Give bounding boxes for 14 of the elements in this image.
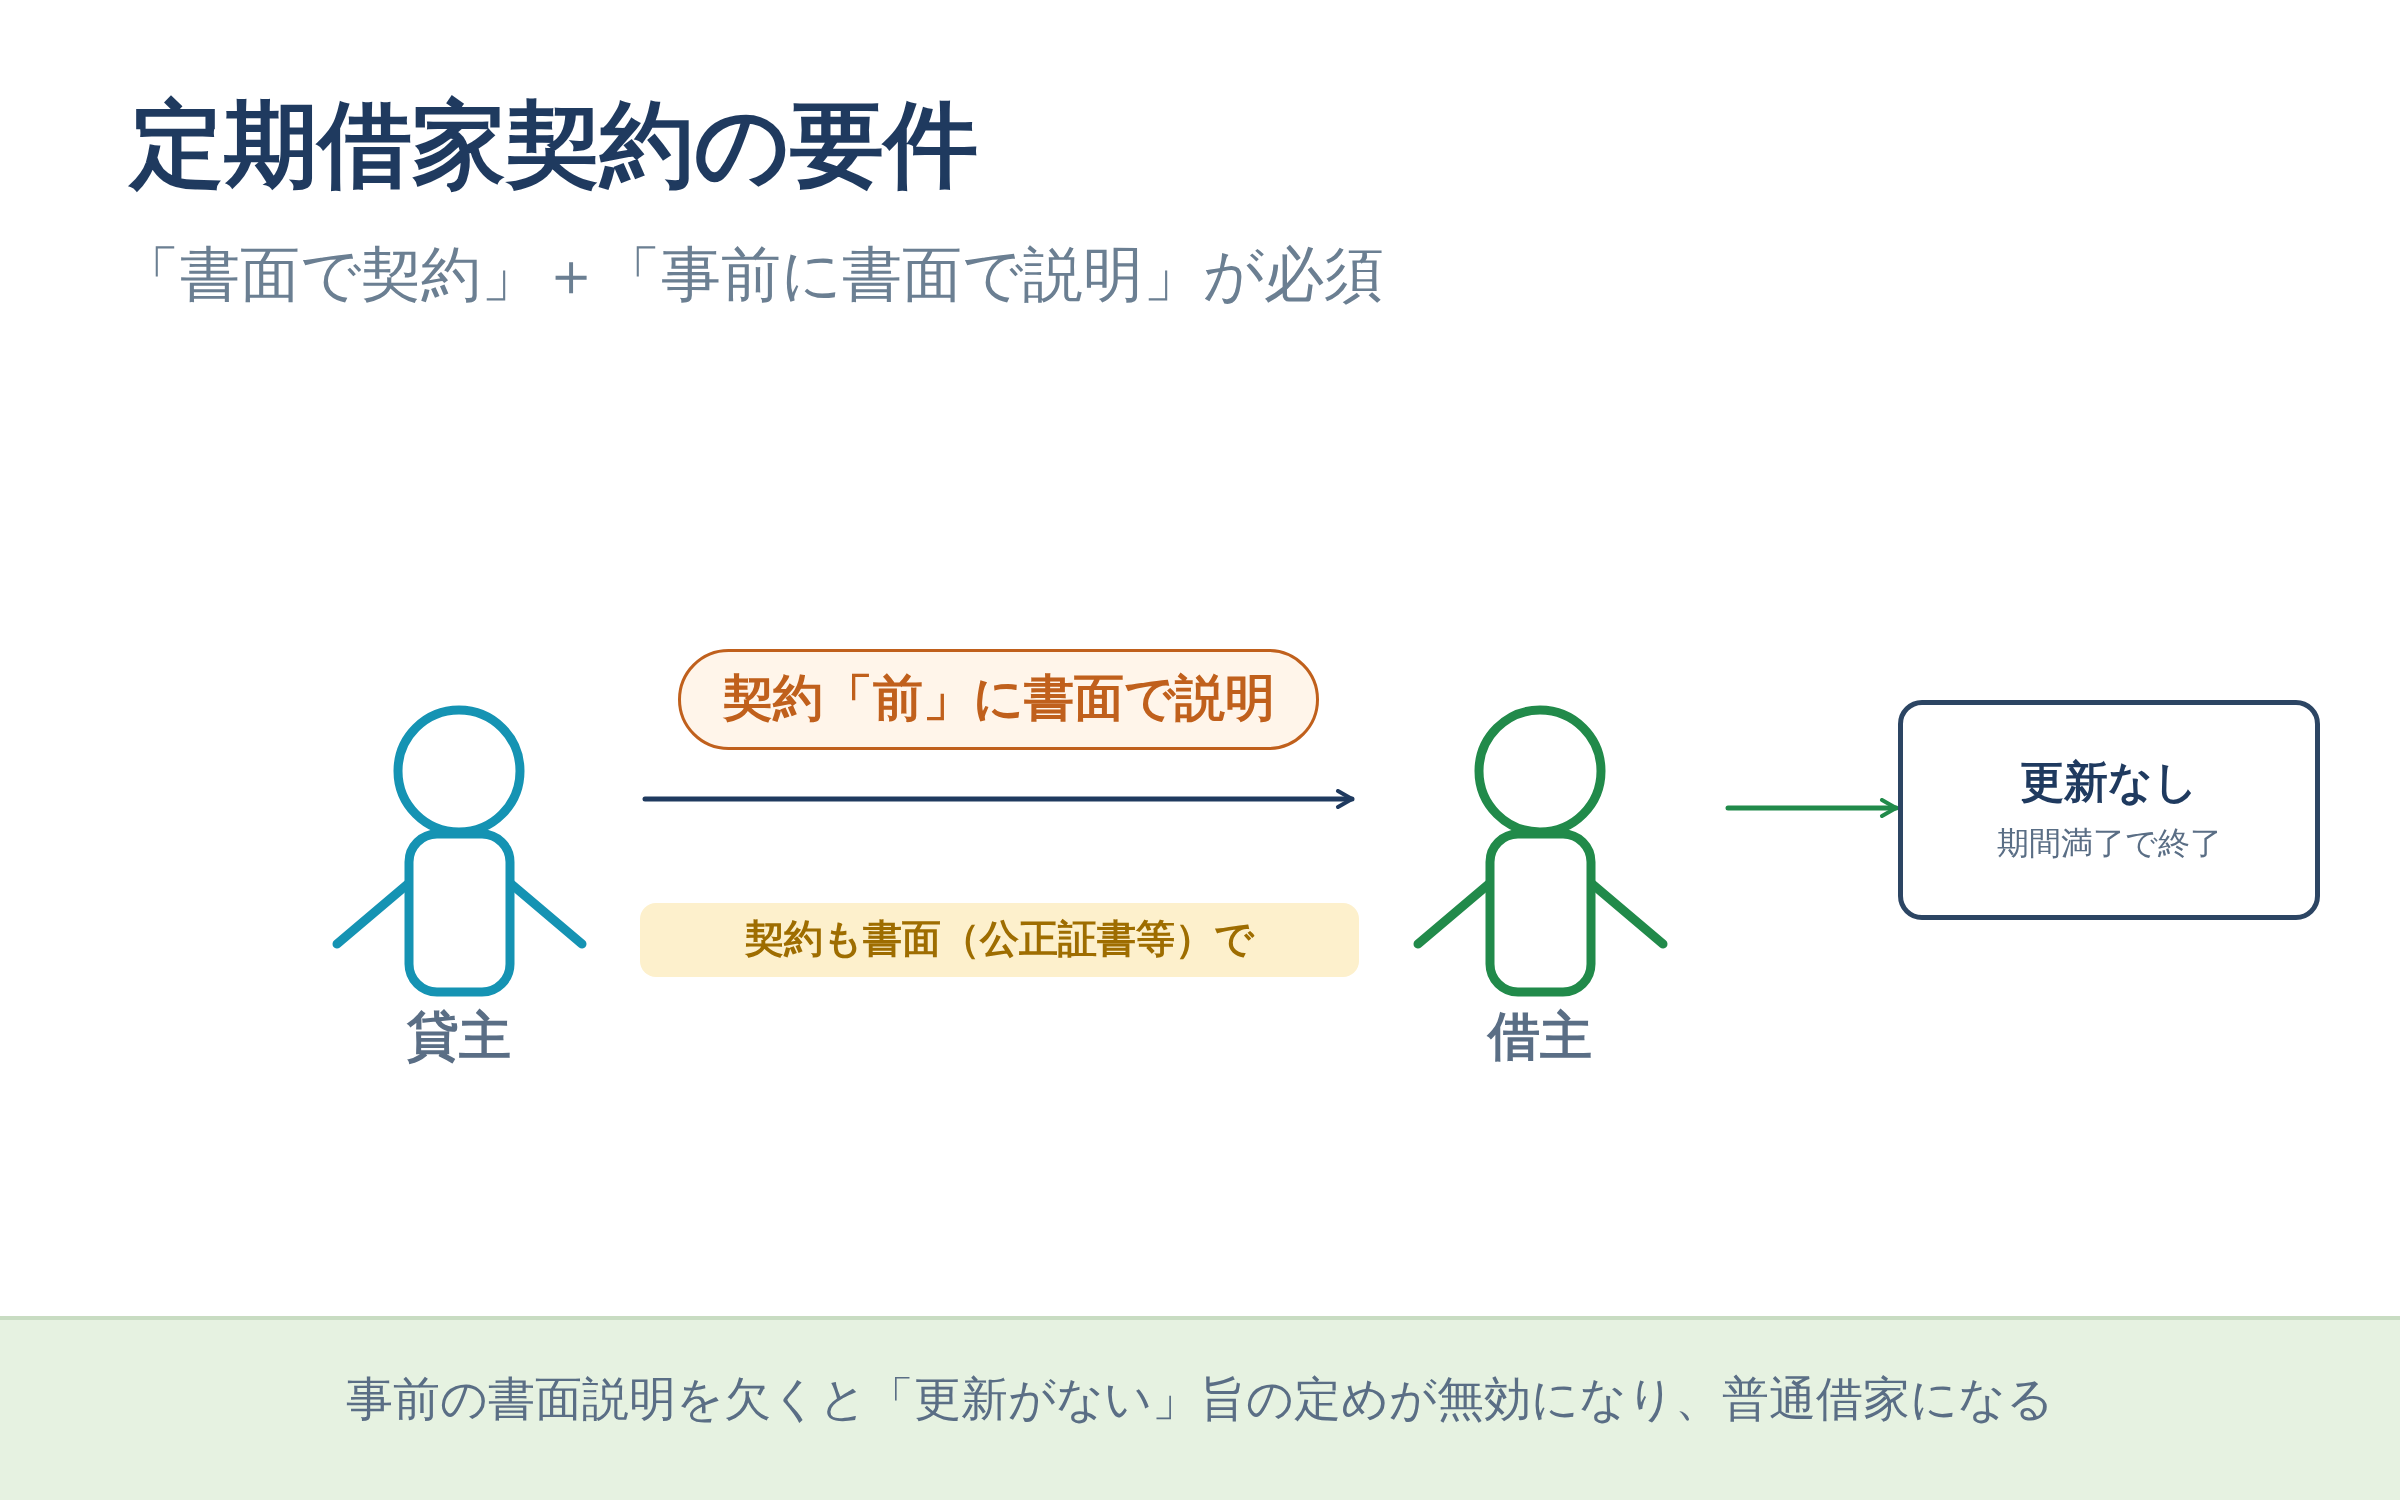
role-label: 貸主 bbox=[406, 1007, 512, 1067]
callout-text: 契約「前」に書面で説明 bbox=[721, 670, 1276, 728]
arrow bbox=[642, 789, 1355, 809]
highlight-band bbox=[640, 903, 1359, 977]
arrow bbox=[1725, 798, 1899, 818]
card-heading: 更新なし bbox=[2019, 757, 2199, 808]
footer-note: 事前の書面説明を欠くと「更新がない」旨の定めが無効になり、普通借家になる bbox=[345, 1372, 2055, 1427]
card-subtext: 期間満了で終了 bbox=[1995, 825, 2223, 862]
subtitle: 「書面で契約」＋「事前に書面で説明」が必須 bbox=[120, 240, 1384, 309]
result-card bbox=[1898, 700, 2320, 920]
page-title: 定期借家契約の要件 bbox=[130, 96, 978, 195]
role-label: 借主 bbox=[1486, 1007, 1593, 1067]
footer-band bbox=[0, 1316, 2400, 1500]
band-text: 契約も書面（公正証書等）で bbox=[744, 917, 1256, 962]
